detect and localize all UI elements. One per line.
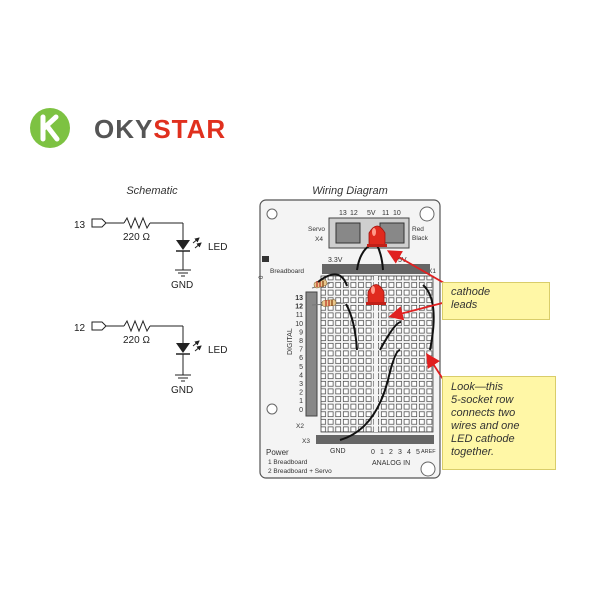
schematic-resistor-value: 220 Ω [123,335,150,346]
schematic-pin-label: 12 [74,323,86,334]
mounting-hole [266,208,278,220]
digital-pin-label: 10 [295,321,303,328]
schematic-led-label: LED [208,242,227,253]
power-option-2: 2 Breadboard + Servo [268,468,332,475]
analog-pin-label: 2 [389,449,393,456]
digital-pin-label: 4 [299,372,303,379]
schematic-circuit-pin13: 13 220 Ω LED GND [74,216,227,291]
digital-header-x2 [305,291,318,417]
wire [339,349,401,441]
x1-label: X1 [428,268,436,275]
callout-line: leads [451,299,478,311]
schematic-pin-label: 13 [74,220,86,231]
digital-pin-label: 2 [299,390,303,397]
okystar-logo: OKYSTAR [28,106,228,150]
breadboard-label: Breadboard [270,268,304,275]
callout-line: 5-socket row [451,394,514,406]
pin-connector-icon [91,321,107,331]
header-label-5v: 5V [367,210,376,217]
schematic-circuit-pin12: 12 220 Ω LED GND [74,319,227,396]
mounting-hole [420,461,436,477]
analog-in-label: ANALOG IN [372,460,410,467]
header-label-10: 10 [393,210,401,217]
header-label-11: 11 [382,210,389,217]
analog-pin-label: 0 [371,449,375,456]
digital-pin-label: 11 [296,312,303,319]
x2-label: X2 [296,423,304,430]
callout-line: cathode [451,286,491,298]
ground-icon [175,374,191,382]
wire [379,321,402,351]
logo-wordmark: OKYSTAR [94,114,226,145]
digital-pin-label: 1 [299,398,303,405]
resistor-2 [311,299,346,307]
digital-pin-label: 8 [299,338,303,345]
callout-cathode-leads: cathode leads [442,282,550,320]
x3-label: X3 [302,438,310,445]
mounting-hole [419,206,435,222]
digital-label: DIGITAL [287,328,294,355]
led-red-1 [367,225,387,247]
aref-label: AREF [421,449,436,455]
callout-line: LED cathode [451,433,515,445]
digital-pin-label: 0 [299,407,303,414]
led-icon [176,340,202,355]
logo-text-oky: OKY [94,114,154,144]
header-label-12: 12 [350,210,358,217]
logo-k-icon [30,108,70,148]
wire [345,303,358,351]
led-icon [176,237,202,252]
analog-pin-label: 1 [380,449,384,456]
resistor-icon [123,319,151,333]
x4-label: X4 [315,236,323,243]
digital-pin-label: 6 [299,355,303,362]
red-label: Red [412,226,424,233]
analog-pin-label: 5 [416,449,420,456]
schematic-title: Schematic [126,185,178,197]
wiring-title: Wiring Diagram [312,185,388,197]
switch-position-0: 0 [259,275,265,279]
digital-pin-label: 9 [299,329,303,336]
schematic-resistor-value: 220 Ω [123,232,150,243]
schematic-ground-label: GND [171,385,193,396]
resistor-1 [311,279,331,289]
logo-text-star: STAR [153,114,227,144]
power-option-1: 1 Breadboard [268,459,308,466]
mounting-hole [266,403,278,415]
bottom-header-x3 [316,435,434,444]
header-label-13: 13 [339,210,347,217]
led-red-2 [366,284,386,305]
gnd-label: GND [330,448,346,455]
wire [317,273,348,287]
callout-line: wires and one [451,420,520,432]
ground-icon [175,269,191,277]
digital-pin-label: 7 [299,347,303,354]
schematic-led-label: LED [208,345,227,356]
digital-pin-label: 13 [295,295,303,302]
callout-socket-row: Look—this 5-socket row connects two wire… [442,376,556,470]
analog-pin-label: 3 [398,449,402,456]
rail-3v3-label: 3.3V [328,257,343,264]
schematic-ground-label: GND [171,280,193,291]
callout-line: connects two [451,407,516,419]
digital-pin-label: 3 [299,381,303,388]
black-label: Black [412,235,429,242]
digital-pin-label: 5 [299,364,303,371]
power-title: Power [266,448,289,457]
resistor-icon [123,216,151,230]
callout-line: together. [451,446,495,458]
servo-label: Servo [308,226,325,233]
pin-connector-icon [91,218,107,228]
callout-line: Look—this [451,381,503,393]
digital-pin-label: 12 [295,304,303,311]
switch-icon [262,256,269,262]
power-header-x1 [322,264,430,274]
analog-pin-label: 4 [407,449,411,456]
wire [422,284,435,351]
